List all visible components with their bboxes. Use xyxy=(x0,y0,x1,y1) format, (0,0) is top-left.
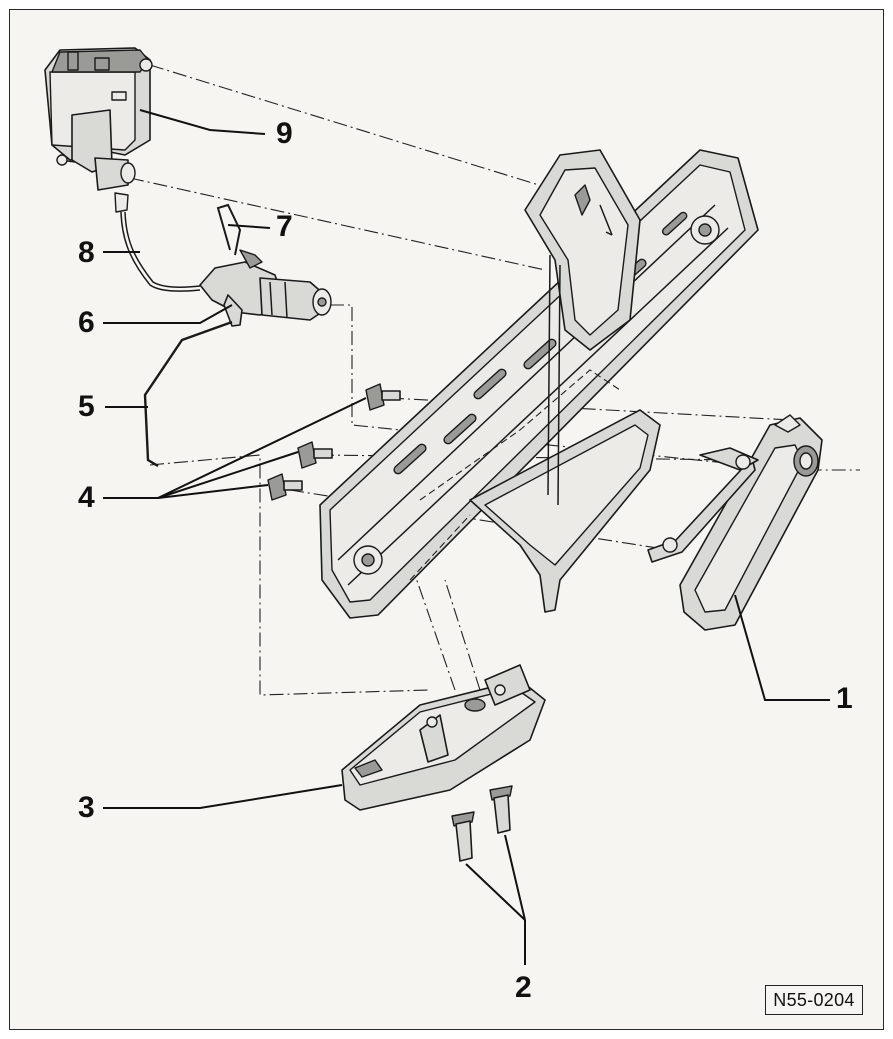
callout-4: 4 xyxy=(78,481,95,514)
carrier-lower-flange xyxy=(409,369,661,613)
mounting-bracket-icon xyxy=(524,149,641,351)
rod-icon xyxy=(143,320,233,468)
figure-reference-code: N55-0204 xyxy=(765,985,863,1015)
spring-clip-icon xyxy=(216,203,242,256)
screw-icon xyxy=(451,785,513,862)
door-lock-motor-icon xyxy=(44,47,153,191)
door-carrier-bracket xyxy=(319,149,759,619)
lock-latch-icon xyxy=(341,664,546,811)
callout-6: 6 xyxy=(78,306,95,339)
locking-cylinder-icon xyxy=(199,249,332,327)
callout-2: 2 xyxy=(515,971,532,1004)
callout-7: 7 xyxy=(276,210,293,243)
screw-icon xyxy=(267,383,401,501)
rod-icon xyxy=(547,254,551,496)
callout-3: 3 xyxy=(78,791,95,824)
callout-1: 1 xyxy=(836,682,853,715)
leader-lines xyxy=(103,109,830,965)
callout-5: 5 xyxy=(78,390,95,423)
door-handle-icon xyxy=(647,414,823,631)
callout-9: 9 xyxy=(276,117,293,150)
rod-icon xyxy=(114,192,201,292)
callout-8: 8 xyxy=(78,236,95,269)
